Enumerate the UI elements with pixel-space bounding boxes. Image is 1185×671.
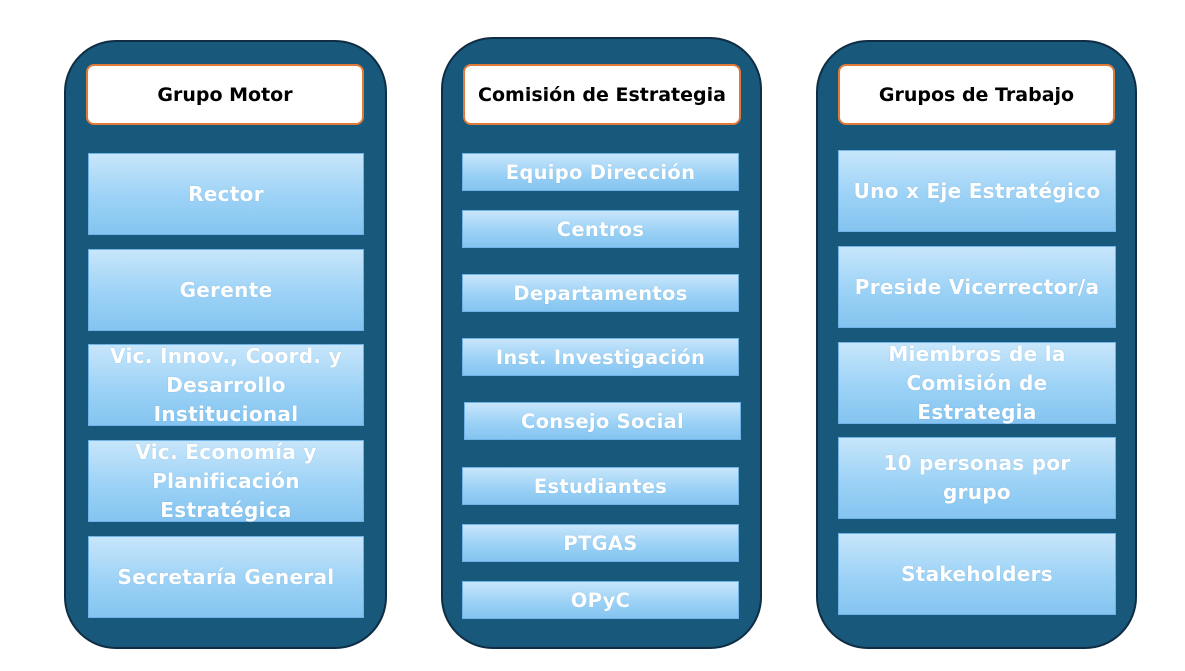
box-centros: Centros — [462, 210, 739, 248]
box-preside-vicerrector: Preside Vicerrector/a — [838, 246, 1116, 328]
box-gerente: Gerente — [88, 249, 364, 331]
box-stakeholders: Stakeholders — [838, 533, 1116, 615]
box-departamentos: Departamentos — [462, 274, 739, 312]
box-inst-investigacion: Inst. Investigación — [462, 338, 739, 376]
box-secretaria-general: Secretaría General — [88, 536, 364, 618]
header-comision-estrategia: Comisión de Estrategia — [463, 64, 741, 125]
header-grupos-trabajo: Grupos de Trabajo — [838, 64, 1115, 125]
box-uno-x-eje: Uno x Eje Estratégico — [838, 150, 1116, 232]
box-miembros-comision: Miembros de la Comisión de Estrategia — [838, 342, 1116, 424]
header-grupo-motor: Grupo Motor — [86, 64, 364, 125]
box-estudiantes: Estudiantes — [462, 467, 739, 505]
box-consejo-social: Consejo Social — [464, 402, 741, 440]
box-equipo-direccion: Equipo Dirección — [462, 153, 739, 191]
box-10-personas: 10 personas por grupo — [838, 437, 1116, 519]
box-rector: Rector — [88, 153, 364, 235]
box-vic-economia: Vic. Economía y Planificación Estratégic… — [88, 440, 364, 522]
box-opyc: OPyC — [462, 581, 739, 619]
box-vic-innovacion: Vic. Innov., Coord. y Desarrollo Institu… — [88, 344, 364, 426]
box-ptgas: PTGAS — [462, 524, 739, 562]
